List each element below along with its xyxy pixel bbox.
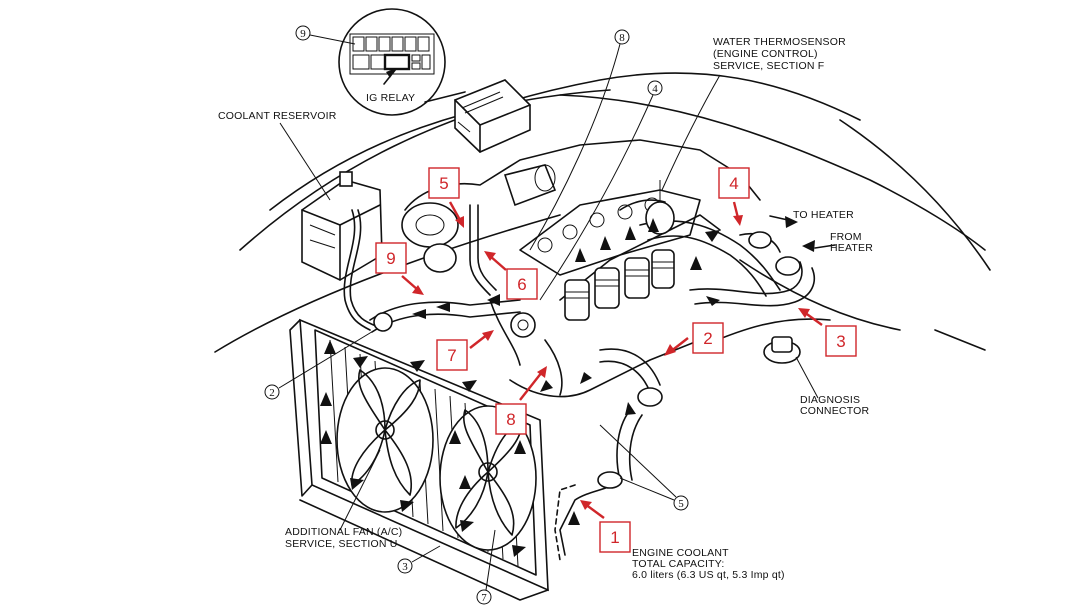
svg-text:2: 2 (269, 387, 275, 399)
water-thermosensor-label-2: (ENGINE CONTROL) (713, 48, 818, 60)
svg-text:7: 7 (447, 346, 456, 365)
coolant-capacity-label-2: TOTAL CAPACITY: (632, 558, 724, 570)
svg-text:4: 4 (729, 174, 738, 193)
from-heater-label-1: FROM (830, 231, 862, 243)
circled-callout-7: 7 (476, 529, 496, 605)
circled-callout-5: 5 (599, 424, 689, 511)
svg-text:3: 3 (836, 332, 845, 351)
circled-callout-9: 9 (295, 25, 356, 45)
svg-text:8: 8 (506, 410, 515, 429)
red-marker-5: 5 (428, 167, 464, 228)
lower-radiator-hose (554, 348, 663, 561)
diagnosis-connector-label-2: CONNECTOR (800, 405, 869, 417)
svg-text:9: 9 (386, 249, 395, 268)
additional-fan-label-1: ADDITIONAL FAN (A/C) (285, 526, 402, 538)
circled-callout-3: 3 (397, 545, 441, 574)
svg-text:2: 2 (703, 329, 712, 348)
engine-block (401, 139, 761, 398)
svg-text:4: 4 (652, 83, 658, 95)
circled-callout-2: 2 (264, 329, 376, 400)
from-heater-label-2: HEATER (830, 242, 873, 254)
coolant-capacity-label-1: ENGINE COOLANT (632, 547, 729, 559)
coolant-capacity-label-3: 6.0 liters (6.3 US qt, 5.3 Imp qt) (632, 569, 785, 581)
svg-text:8: 8 (619, 32, 625, 44)
ig-relay-label: IG RELAY (366, 92, 415, 104)
red-marker-3: 3 (798, 308, 857, 357)
additional-fan-label-2: SERVICE, SECTION U (285, 538, 398, 550)
red-marker-4: 4 (718, 167, 750, 226)
red-marker-9: 9 (375, 242, 424, 295)
svg-text:1: 1 (610, 528, 619, 547)
svg-text:7: 7 (481, 592, 487, 604)
circled-callout-8: 8 (529, 29, 630, 251)
red-marker-1: 1 (580, 500, 631, 553)
water-thermosensor-label-1: WATER THERMOSENSOR (713, 36, 846, 48)
coolant-flow-arrows (320, 216, 815, 557)
coolant-reservoir (301, 171, 383, 331)
coolant-reservoir-label: COOLANT RESERVOIR (218, 110, 337, 122)
red-marker-2: 2 (664, 322, 724, 356)
cooling-fan-left (336, 367, 434, 513)
circled-callout-4: 4 (539, 80, 663, 301)
svg-text:6: 6 (517, 275, 526, 294)
red-markers: 1 2 3 4 5 6 7 (375, 167, 857, 553)
svg-text:3: 3 (402, 561, 408, 573)
svg-text:9: 9 (300, 28, 306, 40)
water-thermosensor-label-3: SERVICE, SECTION F (713, 60, 824, 72)
svg-text:5: 5 (678, 498, 684, 510)
diagnosis-connector-label-1: DIAGNOSIS (800, 394, 860, 406)
cooling-fan-right (439, 405, 537, 551)
heater-hoses (639, 220, 816, 307)
body-outline (214, 72, 991, 353)
to-heater-label: TO HEATER (793, 209, 854, 221)
red-marker-6: 6 (484, 251, 538, 300)
diagnosis-connector (763, 336, 819, 399)
red-marker-8: 8 (495, 366, 547, 435)
relay-box (454, 79, 531, 153)
red-marker-7: 7 (436, 330, 494, 371)
circled-callouts: 9 8 4 2 5 3 7 (264, 25, 689, 605)
text-labels: COOLANT RESERVOIR IG RELAY WATER THERMOS… (218, 36, 873, 581)
svg-text:5: 5 (439, 174, 448, 193)
